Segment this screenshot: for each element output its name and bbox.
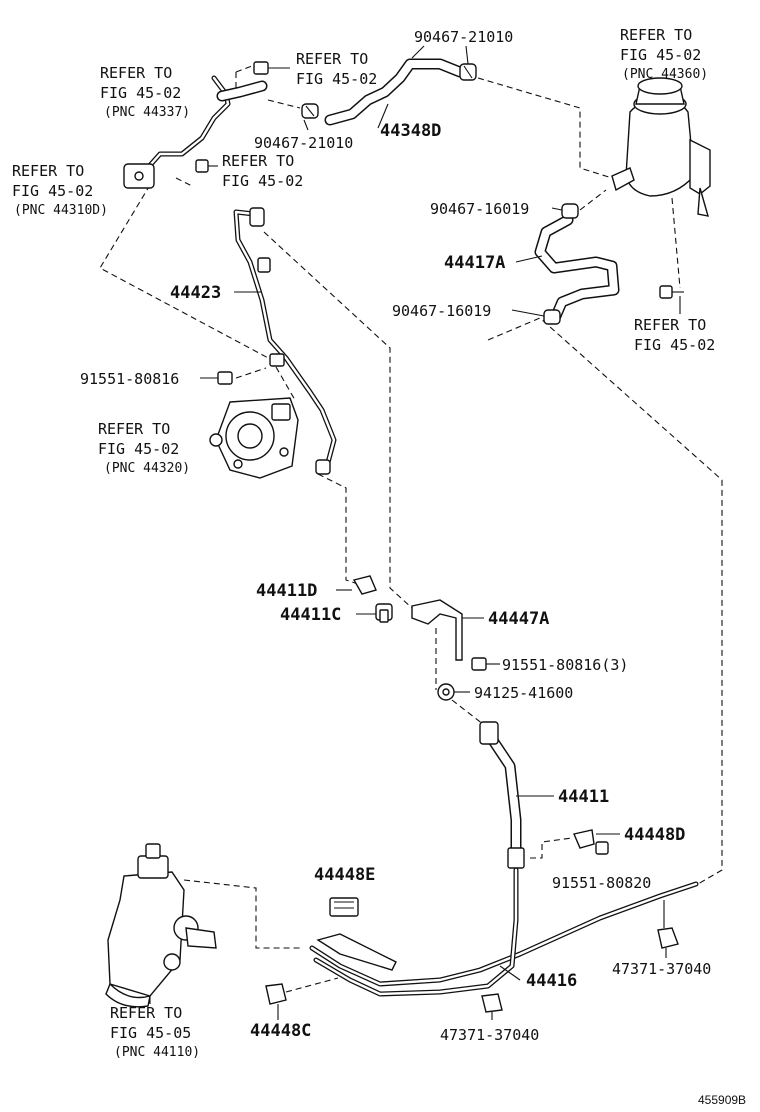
part-94125-41600: 94125-41600: [474, 684, 573, 702]
bracket-44447a[interactable]: [411, 599, 484, 661]
ref-44310d-line2: FIG 45-02: [12, 182, 93, 200]
part-44448d: 44448D: [624, 825, 685, 845]
part-90467-21010-b: 90467-21010: [254, 134, 353, 152]
bolt-reservoir[interactable]: [659, 285, 684, 299]
part-44448e: 44448E: [314, 865, 375, 885]
ref-44310d-line1: REFER TO: [12, 162, 84, 180]
power-steering-pump[interactable]: [209, 397, 299, 479]
hose-clamp-top-middle[interactable]: [301, 103, 319, 119]
tube-assembly-44416[interactable]: [309, 867, 699, 997]
ref-44110-line3: (PNC 44110): [114, 1045, 200, 1060]
ref-44310d-line3: (PNC 44310D): [14, 203, 108, 218]
ref-44337-line1: REFER TO: [100, 64, 172, 82]
reservoir-tank[interactable]: [611, 77, 711, 217]
pressure-hose-44411[interactable]: [479, 721, 554, 869]
ref-44337-line2: FIG 45-02: [100, 84, 181, 102]
ref-right-line1: REFER TO: [634, 316, 706, 334]
bolt-44411c[interactable]: [356, 603, 393, 623]
ref-top-line1: REFER TO: [296, 50, 368, 68]
ref-44360-line2: FIG 45-02: [620, 46, 701, 64]
clamp-44448e[interactable]: [329, 897, 359, 917]
bolt-mid-left[interactable]: [195, 159, 218, 173]
bolt-91551-80816[interactable]: [200, 371, 233, 385]
part-44348d: 44348D: [380, 121, 441, 141]
hose-clamp-top-right[interactable]: [459, 63, 477, 81]
part-90467-16019-a: 90467-16019: [430, 200, 529, 218]
ref-44337-line3: (PNC 44337): [104, 105, 190, 120]
part-91551-80816-3: 91551-80816(3): [502, 656, 628, 674]
dashed-reference-lines: [99, 65, 723, 993]
return-pipe-44337[interactable]: [123, 75, 268, 189]
ref-mid-line2: FIG 45-02: [222, 172, 303, 190]
ref-44320-line3: (PNC 44320): [104, 461, 190, 476]
ref-44320-line1: REFER TO: [98, 420, 170, 438]
part-90467-16019-b: 90467-16019: [392, 302, 491, 320]
clamp-47371-37040-right[interactable]: [657, 900, 679, 958]
grommet-44448c[interactable]: [265, 983, 287, 1020]
ref-44110-line2: FIG 45-05: [110, 1024, 191, 1042]
bolt-91551-80816-3[interactable]: [471, 657, 500, 671]
ref-44110-line1: REFER TO: [110, 1004, 182, 1022]
diagram-id: 455909B: [698, 1093, 746, 1107]
ref-right-line2: FIG 45-02: [634, 336, 715, 354]
hose-clamp-lower[interactable]: [543, 309, 561, 325]
clamp-47371-37040-bottom[interactable]: [481, 993, 503, 1020]
part-44411d: 44411D: [256, 581, 317, 601]
part-90467-21010-a: 90467-21010: [414, 28, 513, 46]
hose-clamp-upper[interactable]: [561, 203, 579, 219]
ref-44320-line2: FIG 45-02: [98, 440, 179, 458]
part-44417a: 44417A: [444, 253, 505, 273]
part-47371-37040-a: 47371-37040: [612, 960, 711, 978]
bolt-top-left[interactable]: [253, 61, 290, 75]
union-44411d[interactable]: [336, 575, 377, 595]
part-47371-37040-b: 47371-37040: [440, 1026, 539, 1044]
bolt-91551-80820[interactable]: [595, 841, 609, 855]
steering-gear[interactable]: [105, 843, 217, 1008]
nut-94125-41600[interactable]: [437, 683, 470, 701]
ref-44360-line1: REFER TO: [620, 26, 692, 44]
part-44447a: 44447A: [488, 609, 549, 629]
ref-44360-line3: (PNC 44360): [622, 67, 708, 82]
ref-mid-line1: REFER TO: [222, 152, 294, 170]
part-44416: 44416: [526, 971, 577, 991]
part-91551-80816: 91551-80816: [80, 370, 179, 388]
part-44423: 44423: [170, 283, 221, 303]
part-44448c: 44448C: [250, 1021, 311, 1041]
clamp-44448d[interactable]: [573, 829, 620, 849]
pressure-pipe-44423[interactable]: [233, 207, 337, 475]
hose-44348d[interactable]: [324, 58, 466, 126]
part-91551-80820: 91551-80820: [552, 874, 651, 892]
hose-44417a[interactable]: [534, 214, 620, 322]
callout-labels: REFER TO FIG 45-02 (PNC 44337) REFER TO …: [12, 26, 746, 1107]
part-44411c: 44411C: [280, 605, 341, 625]
ref-top-line2: FIG 45-02: [296, 70, 377, 88]
part-44411: 44411: [558, 787, 609, 807]
label-leader-lines: [234, 45, 681, 317]
